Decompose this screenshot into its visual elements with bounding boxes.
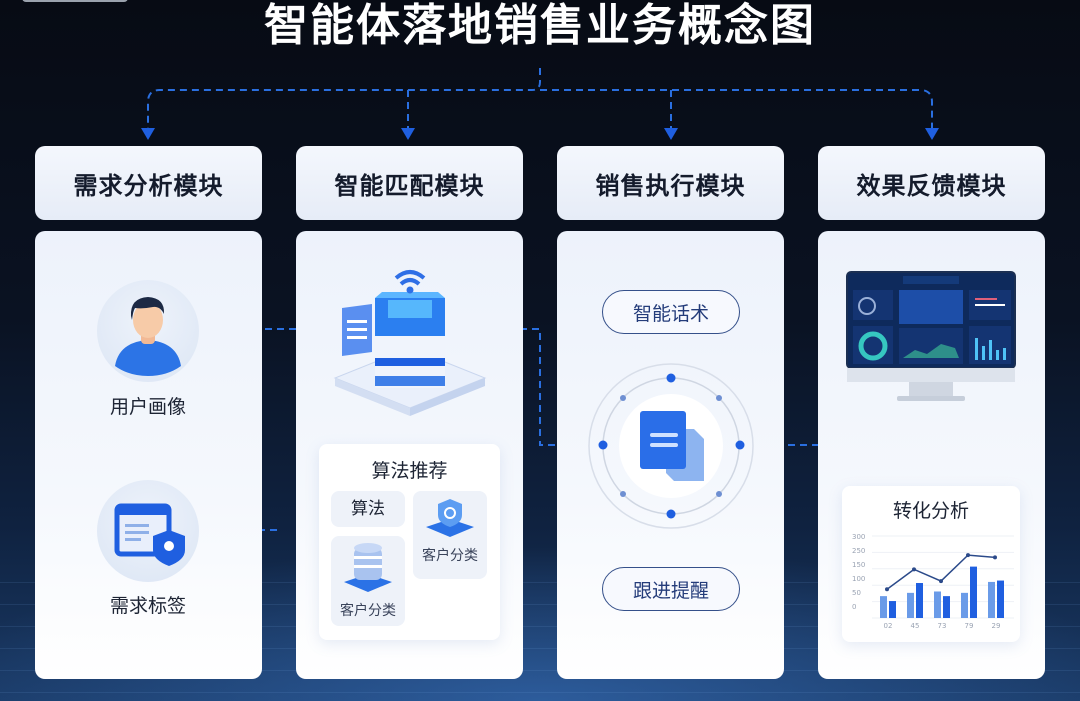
user-avatar-icon	[97, 280, 199, 382]
smart-script-label: 智能话术	[632, 302, 709, 325]
document-hub-icon	[586, 361, 756, 531]
y-tick: 0	[852, 603, 857, 611]
monitor-dashboard-icon	[845, 270, 1017, 406]
y-tick: 50	[852, 589, 861, 597]
follow-up-reminder-label: 跟进提醒	[632, 579, 709, 602]
conversion-analysis-card: 转化分析 300 250 150 100 50 0 02 45 73 79 29	[842, 486, 1020, 642]
module-header-label: 效果反馈模块	[856, 171, 1007, 200]
chart-bar	[997, 580, 1004, 618]
chart-bar	[961, 592, 968, 618]
algorithm-recommendation-title: 算法推荐	[371, 460, 448, 482]
algorithm-chip: 算法	[331, 491, 405, 527]
chart-bar	[916, 583, 923, 618]
module-header-label: 智能匹配模块	[334, 171, 485, 200]
header-demand-analysis-module: 需求分析模块	[35, 146, 262, 220]
customer-classification-tile-shield: 客户分类	[413, 491, 487, 579]
smart-script-pill[interactable]: 智能话术	[602, 290, 740, 334]
shield-layer-icon	[426, 499, 474, 537]
chart-bar	[970, 566, 977, 618]
chart-bar	[880, 596, 887, 618]
x-tick: 79	[964, 622, 974, 630]
conversion-analysis-title: 转化分析	[892, 500, 969, 522]
y-tick: 150	[852, 561, 866, 569]
chart-bar	[889, 601, 896, 618]
customer-classification-label: 客户分类	[422, 548, 478, 564]
module-header-label: 需求分析模块	[73, 171, 224, 200]
user-profile-label: 用户画像	[109, 396, 186, 418]
customer-classification-tile-database: 客户分类	[331, 536, 405, 626]
algorithm-chip-label: 算法	[351, 499, 385, 519]
y-tick: 100	[852, 575, 866, 583]
header-smart-matching-module: 智能匹配模块	[296, 146, 523, 220]
conversion-bar-line-chart	[872, 535, 1014, 619]
chart-bar	[934, 591, 941, 618]
customer-classification-label: 客户分类	[340, 603, 396, 619]
follow-up-reminder-pill[interactable]: 跟进提醒	[602, 567, 740, 611]
top-handle-bar	[22, 0, 128, 2]
x-tick: 02	[883, 622, 893, 630]
chart-bar	[907, 592, 914, 618]
x-tick: 29	[991, 622, 1001, 630]
chart-bar	[988, 581, 995, 618]
y-tick: 300	[852, 533, 866, 541]
algorithm-recommendation-card: 算法推荐 算法 客户分类 客户分类	[319, 444, 500, 640]
header-feedback-module: 效果反馈模块	[818, 146, 1045, 220]
y-tick: 250	[852, 547, 866, 555]
header-sales-execution-module: 销售执行模块	[557, 146, 784, 220]
demand-tag-label: 需求标签	[109, 595, 186, 617]
document-location-tag-icon	[97, 480, 199, 582]
chart-bar	[943, 596, 950, 618]
database-stack-icon	[344, 543, 392, 592]
x-tick: 73	[937, 622, 947, 630]
isometric-server-wifi-icon	[330, 268, 490, 418]
x-tick: 45	[910, 622, 920, 630]
page-title: 智能体落地销售业务概念图	[264, 0, 816, 51]
module-header-label: 销售执行模块	[595, 171, 746, 200]
